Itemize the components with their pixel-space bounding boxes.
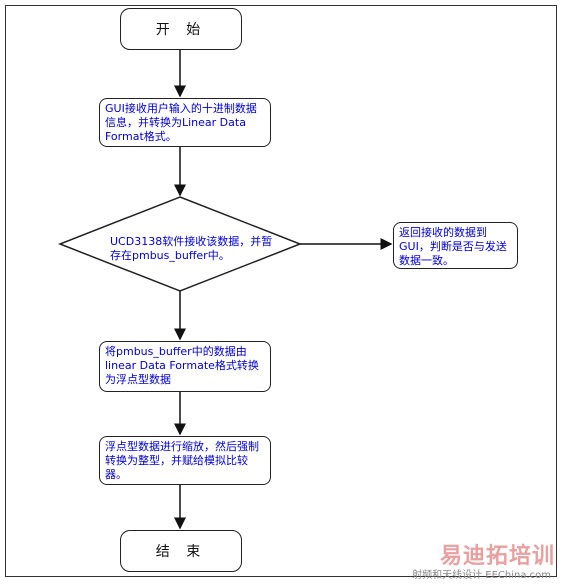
step1-box: GUI接收用户输入的十进制数据信息，并转换为Linear Data Format…	[99, 98, 271, 147]
side-box: 返回接收的数据到GUI，判断是否与发送数据一致。	[393, 222, 518, 269]
diagram-frame	[5, 5, 557, 577]
step1-text: GUI接收用户输入的十进制数据信息，并转换为Linear Data Format…	[105, 102, 257, 143]
side-text: 返回接收的数据到GUI，判断是否与发送数据一致。	[399, 226, 507, 267]
step2-box: 将pmbus_buffer中的数据由linear Data Formate格式转…	[99, 341, 271, 392]
decision-text: UCD3138软件接收该数据，并暂存在pmbus_buffer中。	[110, 235, 273, 262]
watermark-brand: 易迪拓培训	[439, 544, 555, 569]
watermark-site: 射频和天线设计 EEChina.com	[412, 570, 551, 581]
start-label: 开 始	[155, 22, 207, 38]
end-terminal: 结 束	[120, 530, 242, 572]
step3-box: 浮点型数据进行缩放，然后强制转换为整型，并赋给模拟比较器。	[99, 436, 271, 485]
step3-text: 浮点型数据进行缩放，然后强制转换为整型，并赋给模拟比较器。	[105, 440, 259, 481]
start-terminal: 开 始	[120, 8, 242, 50]
step2-text: 将pmbus_buffer中的数据由linear Data Formate格式转…	[105, 345, 259, 386]
end-label: 结 束	[155, 544, 207, 560]
